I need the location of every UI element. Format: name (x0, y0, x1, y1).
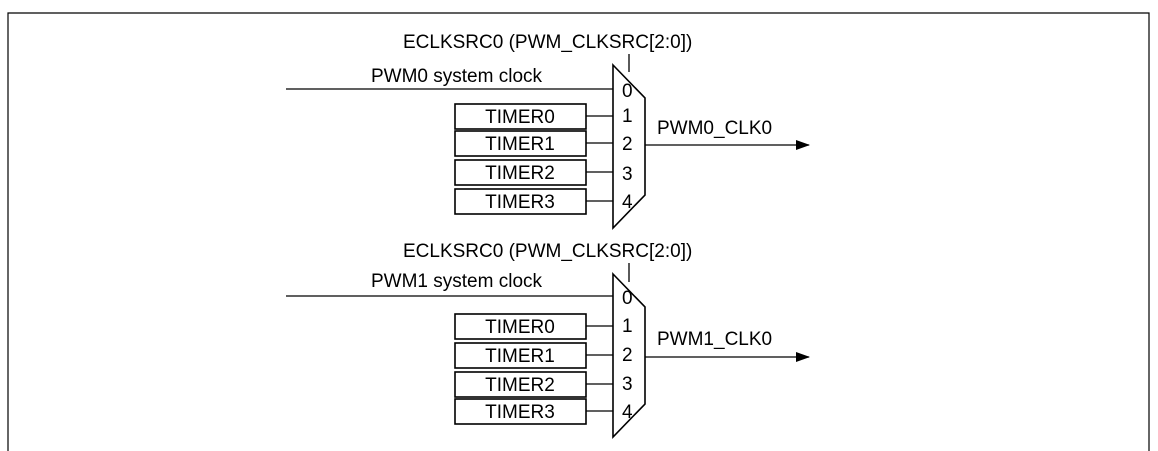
mux-input-label: 3 (622, 164, 633, 185)
timer-label: TIMER2 (485, 163, 555, 184)
mux-input-label: 1 (622, 316, 633, 337)
timer-label: TIMER3 (485, 192, 555, 213)
multiplexer (612, 272, 646, 439)
output-label: PWM0_CLK0 (657, 118, 772, 139)
mux-input-label: 2 (622, 134, 633, 155)
system-clock-label: PWM1 system clock (371, 271, 543, 292)
diagram-frame (7, 12, 1150, 451)
timer-box (454, 103, 587, 130)
timer-label: TIMER0 (485, 317, 555, 338)
select-signal-label: ECLKSRC0 (PWM_CLKSRC[2:0]) (403, 32, 692, 53)
timer-label: TIMER1 (485, 134, 555, 155)
pwm1-clock-block: ECLKSRC0 (PWM_CLKSRC[2:0]) PWM1 system c… (286, 241, 810, 439)
timer-label: TIMER0 (485, 107, 555, 128)
mux-input-label: 3 (622, 374, 633, 395)
timer-box (454, 159, 587, 186)
select-signal-label: ECLKSRC0 (PWM_CLKSRC[2:0]) (403, 241, 692, 262)
multiplexer (612, 63, 646, 230)
mux-input-label: 4 (622, 402, 633, 423)
pwm0-clock-block: ECLKSRC0 (PWM_CLKSRC[2:0]) PWM0 system c… (286, 32, 810, 230)
output-label: PWM1_CLK0 (657, 329, 772, 350)
mux-input-label: 1 (622, 106, 633, 127)
timer-label: TIMER2 (485, 375, 555, 396)
timer-box (454, 188, 587, 215)
system-clock-label: PWM0 system clock (371, 66, 543, 87)
timer-box (454, 398, 587, 425)
timer-label: TIMER1 (485, 346, 555, 367)
mux-input-label: 2 (622, 345, 633, 366)
mux-input-label: 0 (622, 288, 633, 309)
mux-input-label: 4 (622, 192, 633, 213)
timer-box (454, 130, 587, 157)
mux-input-label: 0 (622, 81, 633, 102)
timer-label: TIMER3 (485, 402, 555, 423)
